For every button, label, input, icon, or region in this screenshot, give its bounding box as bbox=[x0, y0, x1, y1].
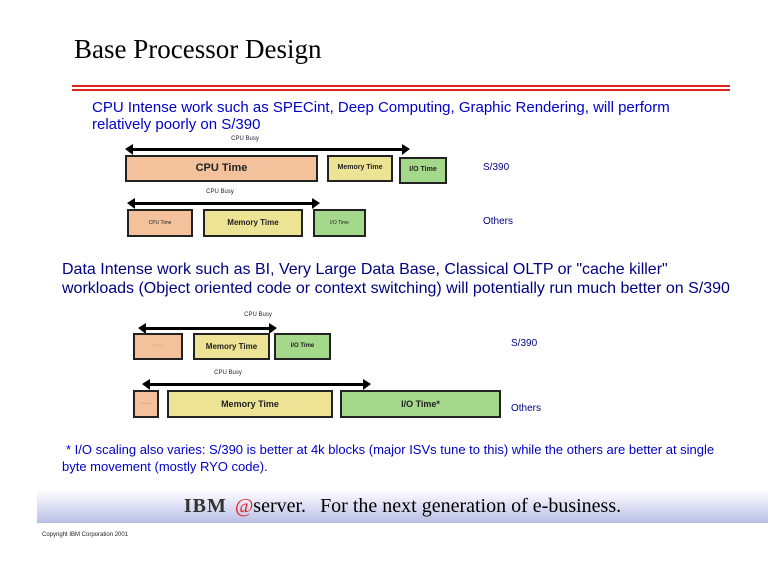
io-time-box: I/O Time bbox=[399, 157, 447, 184]
io-time-box: I/O Time* bbox=[340, 390, 501, 418]
io-time-box: I/O Time bbox=[274, 333, 331, 360]
cpu-time-box: CPU Time bbox=[125, 155, 318, 182]
memory-time-box: Memory Time bbox=[193, 333, 270, 360]
eserver-logo: server. bbox=[253, 495, 307, 517]
cpu-time-box: CPU Time bbox=[133, 390, 159, 418]
system-label: S/390 bbox=[483, 162, 510, 173]
title-divider bbox=[72, 85, 730, 87]
title-divider bbox=[72, 89, 730, 91]
cpu-busy-label: CPU Busy bbox=[244, 312, 272, 318]
cpu-busy-arrow bbox=[125, 144, 410, 155]
copyright: Copyright IBM Corporation 2001 bbox=[42, 532, 129, 538]
banner-tagline: For the next generation of e-business. bbox=[320, 495, 622, 517]
io-time-box: I/O Time bbox=[313, 209, 366, 237]
memory-time-box: Memory Time bbox=[203, 209, 303, 237]
eserver-at-icon: @ bbox=[234, 495, 254, 517]
slide-title: Base Processor Design bbox=[74, 34, 322, 64]
memory-time-box: Memory Time bbox=[167, 390, 333, 418]
cpu-busy-arrow bbox=[138, 323, 277, 334]
system-label: Others bbox=[483, 216, 514, 227]
system-label: S/390 bbox=[511, 338, 538, 349]
data-intense-text: Data Intense work such as BI, Very Large… bbox=[62, 261, 730, 297]
eserver-banner: IBM @ server. For the next generation of… bbox=[37, 490, 768, 523]
footnote: * I/O scaling also varies: S/390 is bett… bbox=[62, 442, 715, 474]
system-label: Others bbox=[511, 403, 542, 414]
cpu-time-box: CPU Time bbox=[133, 333, 183, 360]
cpu-intense-text: CPU Intense work such as SPECint, Deep C… bbox=[92, 99, 670, 133]
cpu-busy-label: CPU Busy bbox=[206, 189, 234, 195]
ibm-logo: IBM bbox=[183, 495, 227, 517]
cpu-busy-arrow bbox=[142, 379, 371, 390]
cpu-busy-label: CPU Busy bbox=[214, 370, 242, 376]
cpu-time-box: CPU Time bbox=[127, 209, 193, 237]
cpu-busy-label: CPU Busy bbox=[231, 136, 259, 142]
cpu-busy-arrow bbox=[127, 198, 320, 209]
memory-time-box: Memory Time bbox=[327, 155, 393, 182]
